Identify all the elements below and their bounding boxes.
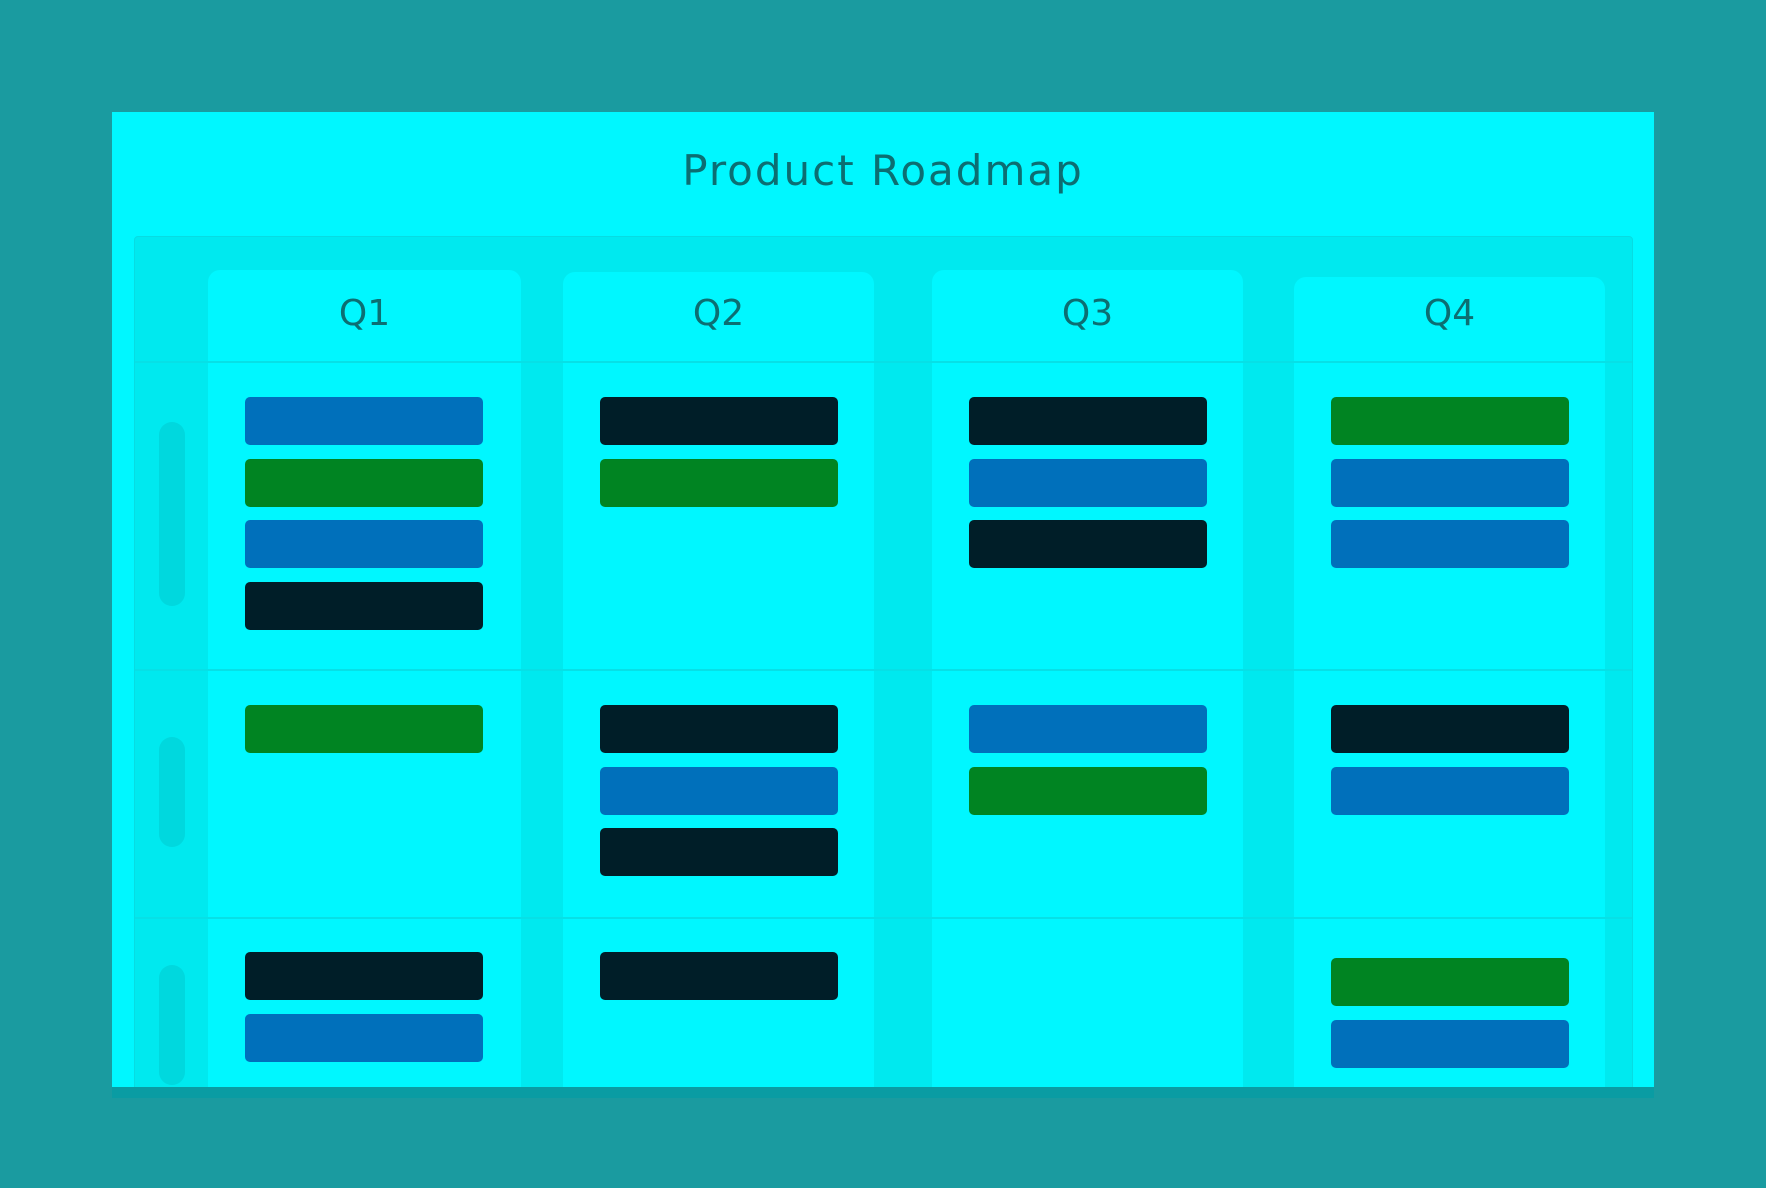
- roadmap-card[interactable]: [245, 397, 483, 445]
- column-header-q4[interactable]: Q4: [1423, 292, 1476, 334]
- roadmap-card[interactable]: [969, 459, 1207, 507]
- roadmap-card[interactable]: [1331, 459, 1569, 507]
- page-title: Product Roadmap: [682, 146, 1084, 195]
- roadmap-board: Q1 Q2 Q3 Q4: [134, 236, 1633, 1087]
- column-header-q3[interactable]: Q3: [1061, 292, 1114, 334]
- row-drag-handle[interactable]: [159, 965, 185, 1085]
- roadmap-card[interactable]: [1331, 705, 1569, 753]
- roadmap-card[interactable]: [600, 767, 838, 815]
- roadmap-card[interactable]: [969, 397, 1207, 445]
- row-drag-handle[interactable]: [159, 422, 185, 606]
- roadmap-card[interactable]: [600, 828, 838, 876]
- roadmap-card[interactable]: [245, 459, 483, 507]
- column-header-q1[interactable]: Q1: [338, 292, 391, 334]
- roadmap-card[interactable]: [1331, 1020, 1569, 1068]
- roadmap-card[interactable]: [600, 952, 838, 1000]
- row-divider: [135, 917, 1632, 919]
- roadmap-card[interactable]: [600, 705, 838, 753]
- roadmap-card[interactable]: [245, 705, 483, 753]
- row-drag-handle[interactable]: [159, 737, 185, 847]
- roadmap-card[interactable]: [969, 705, 1207, 753]
- column-q3: Q3: [932, 270, 1243, 1087]
- roadmap-card[interactable]: [969, 767, 1207, 815]
- row-divider: [135, 361, 1632, 363]
- column-header-q2[interactable]: Q2: [692, 292, 745, 334]
- roadmap-card[interactable]: [1331, 767, 1569, 815]
- roadmap-card[interactable]: [1331, 520, 1569, 568]
- roadmap-window: Product Roadmap Q1 Q2 Q3 Q4: [112, 112, 1654, 1098]
- roadmap-card[interactable]: [245, 1014, 483, 1062]
- roadmap-card[interactable]: [1331, 958, 1569, 1006]
- roadmap-card[interactable]: [245, 582, 483, 630]
- row-divider: [135, 669, 1632, 671]
- roadmap-card[interactable]: [245, 520, 483, 568]
- roadmap-card[interactable]: [1331, 397, 1569, 445]
- roadmap-card[interactable]: [969, 520, 1207, 568]
- roadmap-card[interactable]: [245, 952, 483, 1000]
- roadmap-card[interactable]: [600, 397, 838, 445]
- roadmap-card[interactable]: [600, 459, 838, 507]
